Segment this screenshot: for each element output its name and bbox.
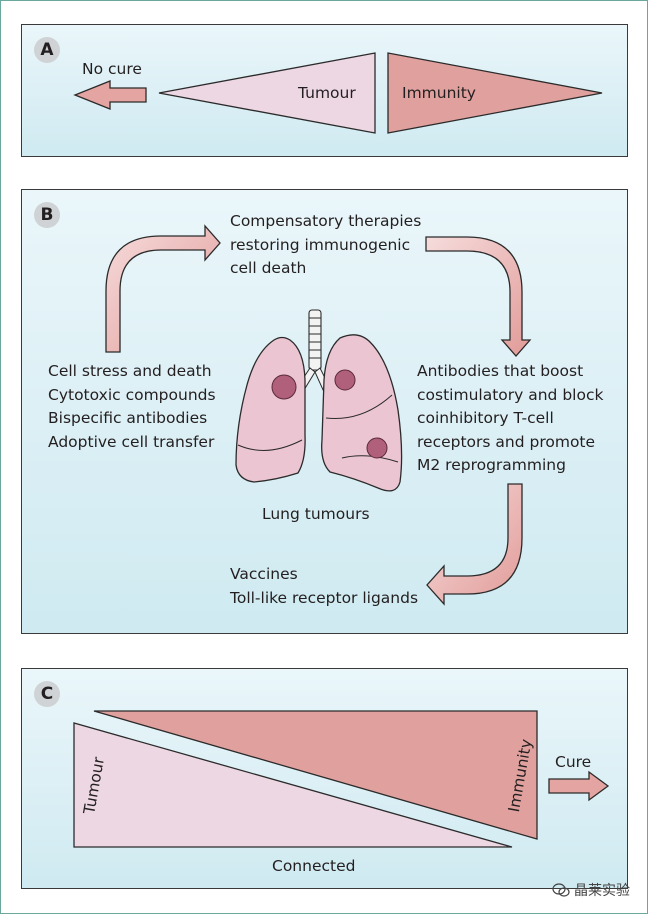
bottom-text-line-1: Vaccines (230, 565, 298, 583)
immunity-wedge (387, 52, 603, 134)
panel-b: B (21, 189, 628, 634)
lungs-illustration (235, 309, 403, 492)
left-text-line-1: Cell stress and death (48, 362, 212, 380)
immunity-label: Immunity (402, 84, 476, 102)
cycle-arrow-left (105, 224, 221, 353)
panel-a: A No cure Tumour Immunity (21, 24, 628, 157)
right-text-line-2: costimulatory and block (417, 385, 604, 404)
top-text-line-3: cell death (230, 259, 307, 277)
tumour-nodule-1 (271, 374, 297, 400)
bottom-text-line-2: Toll-like receptor ligands (230, 588, 419, 607)
right-text-line-4: receptors and promote (417, 432, 596, 451)
bottom-text: Vaccines Toll-like receptor ligands (230, 563, 418, 610)
left-text-line-4: Adoptive cell transfer (48, 432, 215, 451)
panel-a-graphic (73, 52, 603, 134)
panel-c-letter: C (34, 681, 60, 707)
tumour-label: Tumour (298, 84, 356, 102)
cure-label: Cure (555, 753, 592, 771)
chat-bubble-icon (552, 883, 570, 897)
top-text: Compensatory therapies restoring immunog… (230, 210, 421, 281)
right-text-line-3: coinhibitory T-cell (417, 409, 554, 427)
left-text: Cell stress and death Cytotoxic compound… (48, 360, 216, 454)
cure-arrow (548, 770, 610, 802)
watermark-text: 晶莱实验 (574, 883, 630, 899)
tumour-nodule-2 (334, 369, 356, 391)
immunity-triangle (93, 710, 538, 840)
tumour-wedge (158, 52, 376, 134)
tumour-triangle (73, 722, 513, 848)
top-text-line-2: restoring immunogenic (230, 235, 411, 254)
right-lung (321, 334, 403, 492)
watermark: 晶莱实验 (552, 880, 630, 900)
panel-b-graphic (105, 224, 532, 606)
left-text-line-2: Cytotoxic compounds (48, 385, 216, 404)
right-text-line-5: M2 reprogramming (417, 456, 566, 474)
lung-tumours-label: Lung tumours (262, 505, 370, 523)
panel-a-letter: A (34, 37, 60, 63)
cycle-arrow-bottom-right (426, 483, 523, 606)
right-text: Antibodies that boost costimulatory and … (417, 360, 603, 478)
cycle-arrow-top-right (425, 236, 532, 357)
no-cure-arrow (73, 80, 147, 110)
top-text-line-1: Compensatory therapies (230, 212, 422, 230)
panel-b-letter: B (34, 202, 60, 228)
connected-label: Connected (272, 857, 356, 875)
tumour-nodule-3 (366, 437, 388, 459)
panel-c: C Tumour Immunity Cure Connected (21, 668, 628, 889)
left-text-line-3: Bispecific antibodies (48, 409, 208, 427)
left-lung (235, 336, 306, 483)
panel-c-graphic (73, 710, 610, 848)
right-text-line-1: Antibodies that boost (417, 362, 584, 380)
no-cure-label: No cure (82, 60, 142, 78)
